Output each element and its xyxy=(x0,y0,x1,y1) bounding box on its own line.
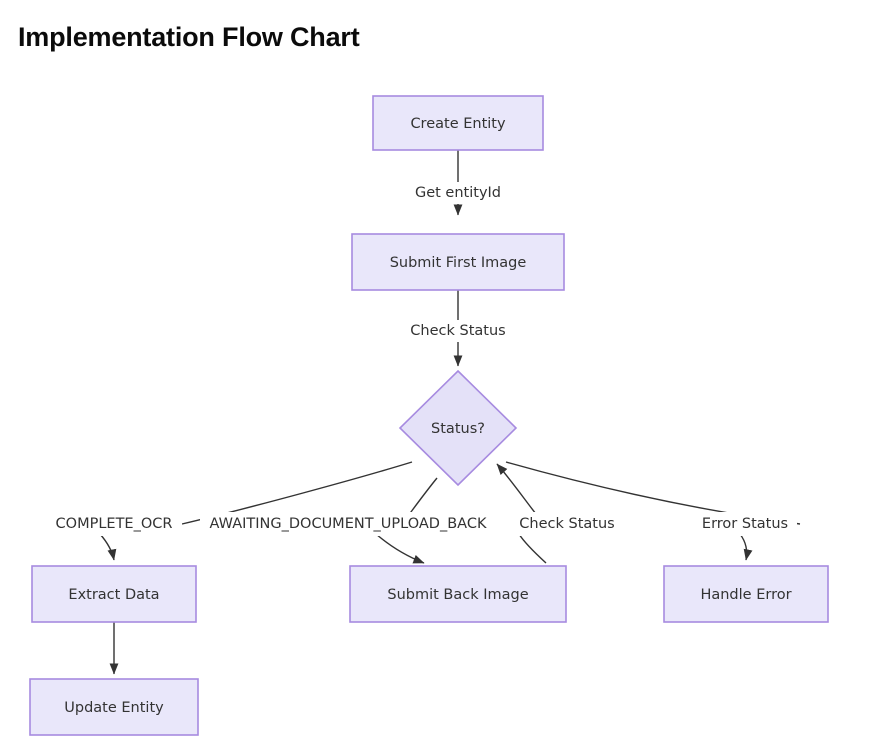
edge-label-text: COMPLETE_OCR xyxy=(56,516,173,532)
edge-label-text: AWAITING_DOCUMENT_UPLOAD_BACK xyxy=(210,516,487,532)
edge-label-text: Error Status xyxy=(702,516,788,532)
edge-path-lower xyxy=(518,533,547,564)
edge-path-lower xyxy=(375,533,425,564)
edge-status-to-extract-data xyxy=(99,461,413,561)
edge-label-get-entityid: Get entityId xyxy=(402,182,514,204)
node-handle-error[interactable]: Handle Error xyxy=(663,565,829,623)
node-update-entity[interactable]: Update Entity xyxy=(29,678,199,736)
node-label: Submit First Image xyxy=(390,255,527,271)
node-status-decision[interactable]: Status? xyxy=(398,369,518,487)
node-shape[interactable] xyxy=(663,565,829,623)
node-shape[interactable] xyxy=(372,95,544,151)
edge-label-error-status: Error Status xyxy=(693,512,797,536)
node-label: Extract Data xyxy=(68,587,159,603)
page-title: Implementation Flow Chart xyxy=(18,22,360,52)
node-label: Status? xyxy=(431,421,485,437)
edge-submit-back-to-status xyxy=(496,463,547,564)
node-submit-back-image[interactable]: Submit Back Image xyxy=(349,565,567,623)
node-label: Submit Back Image xyxy=(387,587,528,603)
edge-status-to-handle-error xyxy=(505,461,801,561)
node-label: Update Entity xyxy=(64,700,164,716)
edge-path-upper xyxy=(496,463,537,515)
edge-label-text: Check Status xyxy=(410,323,505,339)
node-label: Create Entity xyxy=(410,116,506,132)
edge-label-complete-ocr: COMPLETE_OCR xyxy=(46,512,182,536)
edge-path-lower xyxy=(99,533,117,561)
edge-label-text: Get entityId xyxy=(415,185,501,201)
node-extract-data[interactable]: Extract Data xyxy=(31,565,197,623)
node-shape[interactable] xyxy=(31,565,197,623)
edge-label-check-status-top: Check Status xyxy=(400,320,516,342)
edge-label-text: Check Status xyxy=(519,516,614,532)
node-shape[interactable] xyxy=(351,233,565,291)
node-shape[interactable] xyxy=(398,369,518,487)
node-shape[interactable] xyxy=(349,565,567,623)
edge-label-awaiting-document-upload-back: AWAITING_DOCUMENT_UPLOAD_BACK xyxy=(200,512,496,536)
edge-path-lower xyxy=(739,533,753,561)
node-label: Handle Error xyxy=(700,587,791,603)
node-create-entity[interactable]: Create Entity xyxy=(372,95,544,151)
node-shape[interactable] xyxy=(29,678,199,736)
edge-label-check-status-return: Check Status xyxy=(509,512,625,536)
node-submit-first-image[interactable]: Submit First Image xyxy=(351,233,565,291)
